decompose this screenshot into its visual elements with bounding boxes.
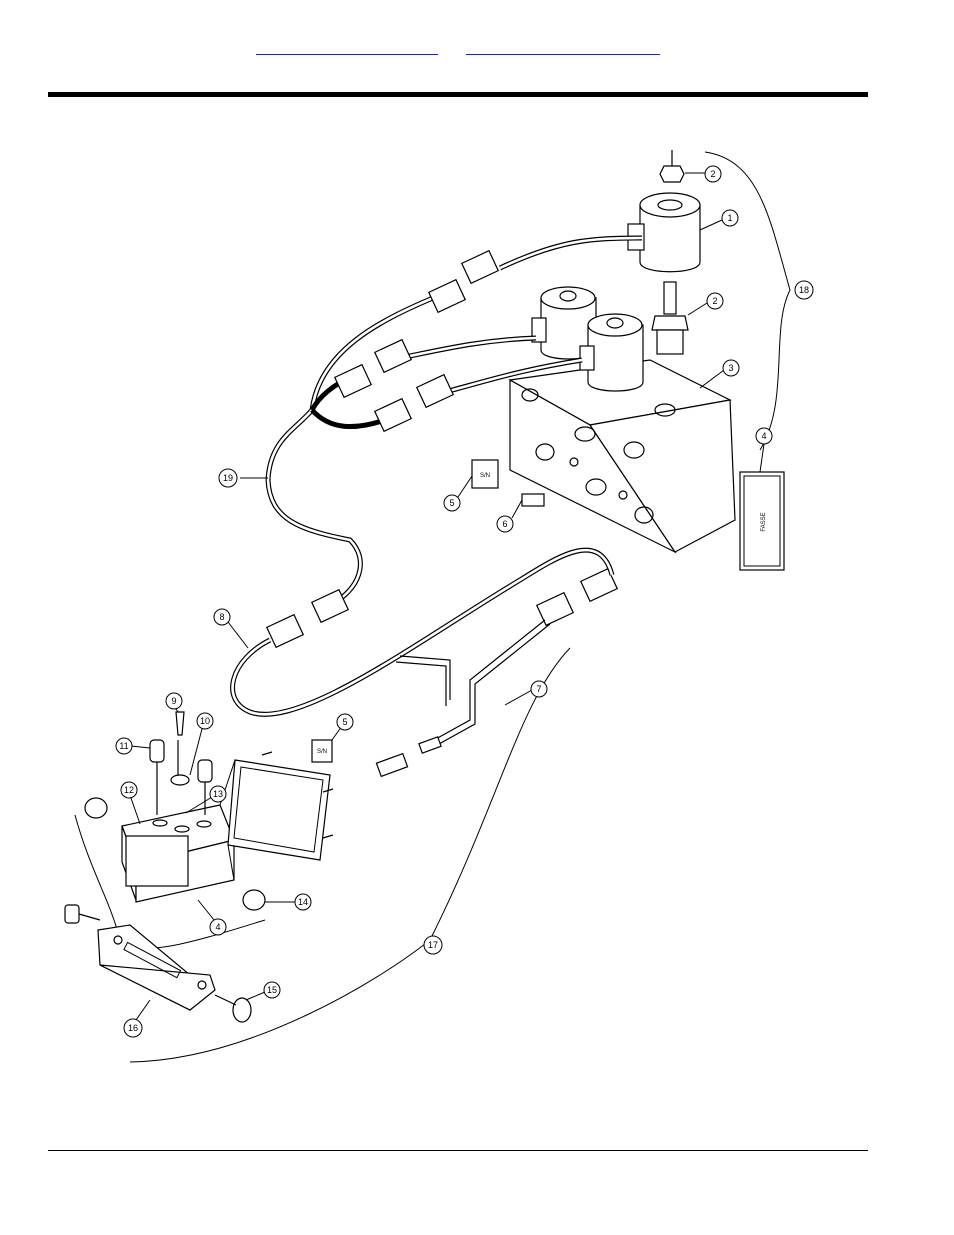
solenoid-coil-left	[531, 286, 597, 360]
svg-text:5: 5	[342, 717, 347, 727]
switch-box	[121, 804, 235, 903]
callout-6: 6	[496, 515, 514, 533]
svg-text:7: 7	[536, 684, 541, 694]
svg-text:4: 4	[761, 431, 766, 441]
footer-rule	[48, 1150, 868, 1151]
leader-lines	[130, 172, 765, 1021]
svg-text:16: 16	[128, 1023, 138, 1033]
callout-4-box: 4	[209, 918, 227, 936]
power-harness	[375, 619, 551, 778]
svg-text:9: 9	[171, 696, 176, 706]
serial-tag-box: S/N	[311, 739, 333, 763]
svg-text:6: 6	[502, 519, 507, 529]
svg-text:2: 2	[712, 296, 717, 306]
callout-10: 10	[196, 712, 214, 730]
decal-valve: FASSE	[739, 471, 785, 571]
callout-14: 14	[294, 893, 312, 911]
callout-15: 15	[263, 981, 281, 999]
callout-5-valve: 5	[443, 494, 461, 512]
callout-3: 3	[722, 359, 740, 377]
svg-text:12: 12	[124, 785, 134, 795]
switch-box-lid	[219, 759, 331, 881]
bolt-15	[214, 994, 252, 1023]
callout-13: 13	[209, 785, 227, 803]
svg-text:8: 8	[219, 612, 224, 622]
mount-bracket	[97, 924, 216, 1011]
plug-6	[521, 493, 545, 507]
serial-tag-box-text: S/N	[317, 749, 327, 755]
header-link-2[interactable]	[466, 40, 660, 55]
serial-tag-text: S/N	[480, 473, 490, 479]
svg-text:14: 14	[298, 897, 308, 907]
header-rule	[48, 92, 868, 97]
callout-5-box: 5	[336, 713, 354, 731]
callout-7: 7	[530, 680, 548, 698]
valve-cartridge	[651, 281, 689, 355]
svg-text:13: 13	[213, 789, 223, 799]
serial-tag-block: S/N	[471, 459, 499, 489]
callout-2-top: 2	[704, 165, 722, 183]
lid-screws	[261, 751, 334, 839]
callout-18: 18	[794, 280, 814, 300]
svg-text:5: 5	[449, 498, 454, 508]
callout-1: 1	[721, 209, 739, 227]
svg-text:10: 10	[200, 716, 210, 726]
bolt-left	[64, 904, 101, 924]
header-link-1[interactable]	[256, 40, 438, 55]
callout-4-valve: 4	[755, 427, 773, 445]
toggle-switches	[149, 711, 213, 815]
decal-brand-text: FASSE	[761, 512, 767, 531]
svg-text:11: 11	[119, 741, 128, 751]
svg-text:4: 4	[215, 922, 220, 932]
callout-11: 11	[115, 737, 133, 755]
callout-9: 9	[165, 692, 183, 710]
callout-16: 16	[123, 1018, 143, 1038]
svg-text:15: 15	[267, 985, 277, 995]
svg-text:17: 17	[428, 940, 438, 950]
callout-19: 19	[218, 468, 238, 488]
connectors	[265, 249, 619, 649]
svg-text:1: 1	[727, 213, 732, 223]
valve-block	[508, 359, 736, 554]
svg-text:3: 3	[728, 363, 733, 373]
washer-14	[242, 889, 266, 911]
solenoid-coil-right	[579, 313, 644, 392]
callout-12: 12	[120, 781, 138, 799]
callout-8: 8	[213, 608, 231, 626]
washer-left	[84, 797, 108, 819]
group-bracket-18	[704, 151, 791, 451]
callout-2-mid: 2	[706, 292, 724, 310]
svg-text:2: 2	[710, 169, 715, 179]
coil-nut	[659, 150, 685, 183]
solenoid-coil-top	[627, 192, 701, 273]
svg-text:19: 19	[223, 473, 233, 483]
svg-text:18: 18	[799, 285, 809, 295]
callout-17: 17	[423, 935, 443, 955]
